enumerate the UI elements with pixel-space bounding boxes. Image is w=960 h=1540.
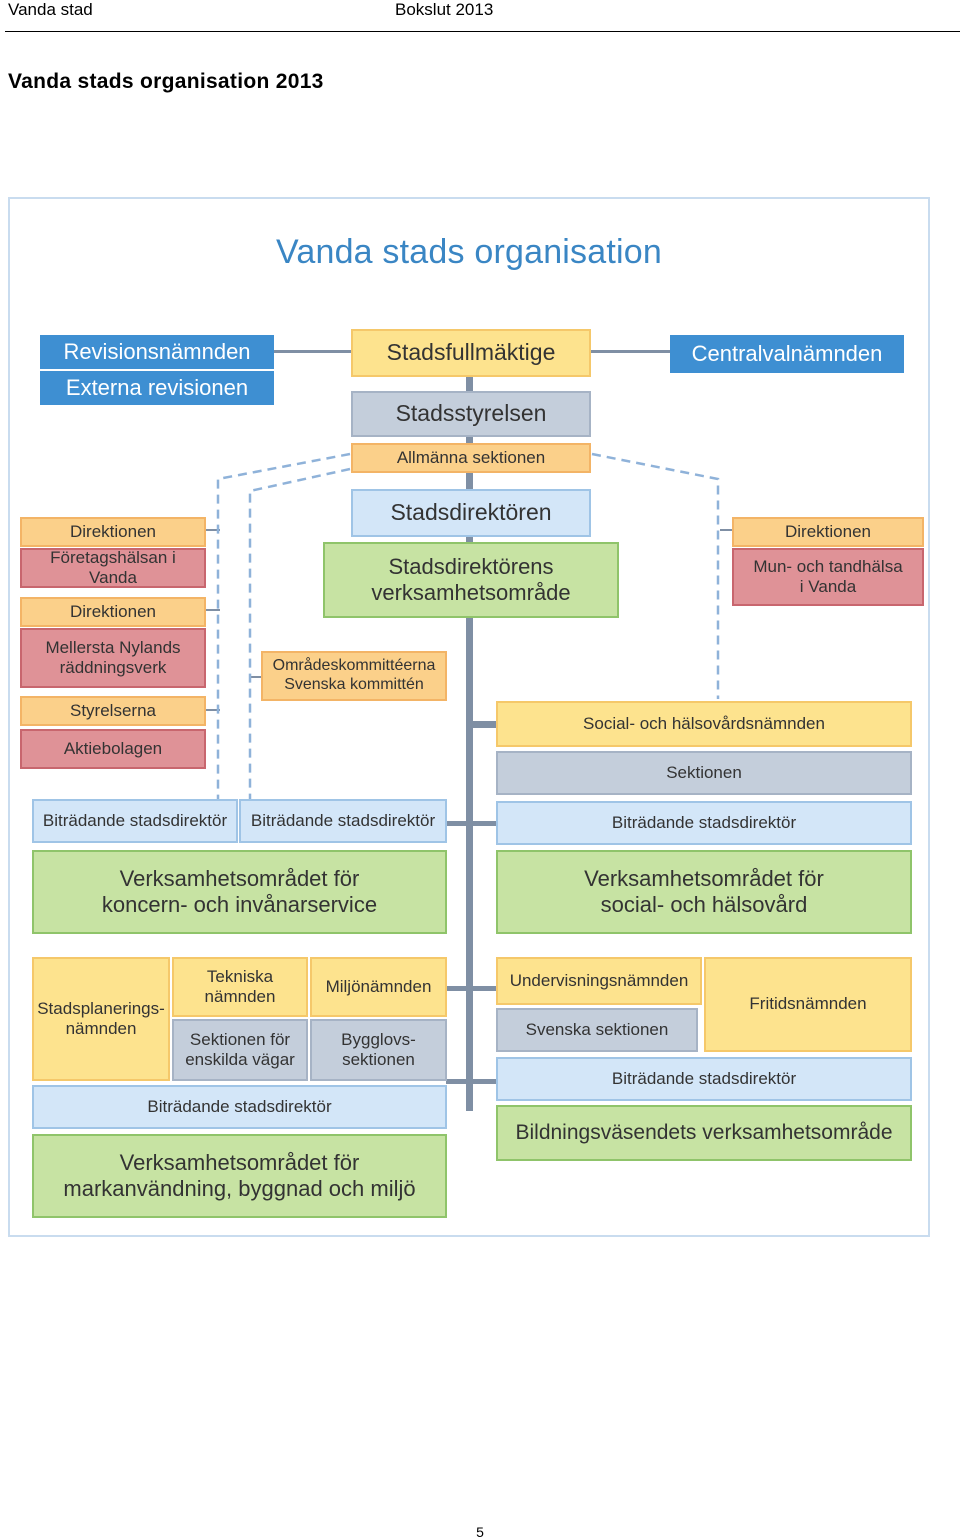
general-section-box: Allmänna sektionen bbox=[351, 443, 591, 473]
building-section-box: Bygglovs- sektionen bbox=[310, 1019, 447, 1081]
oral-health-box: Mun- och tandhälsa i Vanda bbox=[732, 548, 924, 606]
private-roads-section-box: Sektionen för enskilda vägar bbox=[172, 1019, 308, 1081]
boards-of-directors-box: Styrelserna bbox=[20, 696, 206, 726]
connector-left-stub-2 bbox=[204, 609, 220, 611]
connector-main-spine bbox=[466, 369, 473, 1111]
header-org-name: Vanda stad bbox=[8, 0, 93, 19]
page-title: Vanda stads organisation 2013 bbox=[8, 70, 324, 93]
social-health-section-box: Sektionen bbox=[496, 751, 912, 795]
connector-right-stub bbox=[720, 529, 734, 531]
group-service-deputy-box-1: Biträdande stadsdirektör bbox=[32, 799, 238, 843]
education-area-box: Bildningsväsendets verksamhetsområde bbox=[496, 1105, 912, 1161]
connector-left-stub-3 bbox=[204, 709, 220, 711]
external-audit-box: Externa revisionen bbox=[40, 371, 274, 405]
city-board-box: Stadsstyrelsen bbox=[351, 391, 591, 437]
planning-committee-box: Stadsplanerings- nämnden bbox=[32, 957, 170, 1081]
environment-committee-box: Miljönämnden bbox=[310, 957, 447, 1017]
education-committee-box: Undervisningsnämnden bbox=[496, 957, 702, 1005]
social-health-deputy-box: Biträdande stadsdirektör bbox=[496, 801, 912, 845]
connector-education-branch bbox=[446, 1079, 498, 1084]
org-chart-frame: Vanda stads organisation Revisionsnämnde… bbox=[8, 197, 930, 1237]
leisure-committee-box: Fritidsnämnden bbox=[704, 957, 912, 1052]
header-report-title: Bokslut 2013 bbox=[395, 0, 494, 19]
dashed-connectors bbox=[216, 452, 720, 799]
group-service-deputy-box-2: Biträdande stadsdirektör bbox=[239, 799, 447, 843]
connector-social-branch bbox=[466, 721, 498, 728]
revision-committee-box: Revisionsnämnden bbox=[40, 335, 274, 369]
technical-committee-box: Tekniska nämnden bbox=[172, 957, 308, 1017]
connector-area-committees-stub bbox=[250, 676, 262, 678]
page-number: 5 bbox=[476, 1524, 484, 1540]
city-council-box: Stadsfullmäktige bbox=[351, 329, 591, 377]
org-chart-title: Vanda stads organisation bbox=[276, 233, 662, 271]
header-divider bbox=[5, 31, 960, 32]
connector-central-election bbox=[590, 350, 670, 353]
city-manager-box: Stadsdirektören bbox=[351, 489, 591, 537]
rescue-department-box: Mellersta Nylands räddningsverk bbox=[20, 628, 206, 688]
social-health-committee-box: Social- och hälsovårdsnämnden bbox=[496, 701, 912, 747]
city-manager-area-box: Stadsdirektörens verksamhetsområde bbox=[323, 542, 619, 618]
land-use-area-box: Verksamhetsområdet för markanvändning, b… bbox=[32, 1134, 447, 1218]
social-health-area-box: Verksamhetsområdet för social- och hälso… bbox=[496, 850, 912, 934]
education-deputy-box: Biträdande stadsdirektör bbox=[496, 1057, 912, 1101]
swedish-section-box: Svenska sektionen bbox=[496, 1008, 698, 1052]
area-committees-box: Områdeskommittéerna Svenska kommittén bbox=[261, 651, 447, 701]
group-service-area-box: Verksamhetsområdet för koncern- och invå… bbox=[32, 850, 447, 934]
right-board-box: Direktionen bbox=[732, 517, 924, 547]
board-box-2: Direktionen bbox=[20, 597, 206, 627]
connector-revision bbox=[273, 350, 353, 353]
occupational-health-box: Företagshälsan i Vanda bbox=[20, 548, 206, 588]
connector-left-stub-1 bbox=[204, 529, 220, 531]
board-box-1: Direktionen bbox=[20, 517, 206, 547]
central-election-board-box: Centralvalnämnden bbox=[670, 335, 904, 373]
connector-group-service-branch bbox=[446, 821, 498, 826]
connector-land-use-branch bbox=[446, 986, 498, 991]
companies-box: Aktiebolagen bbox=[20, 729, 206, 769]
land-use-deputy-box: Biträdande stadsdirektör bbox=[32, 1085, 447, 1129]
